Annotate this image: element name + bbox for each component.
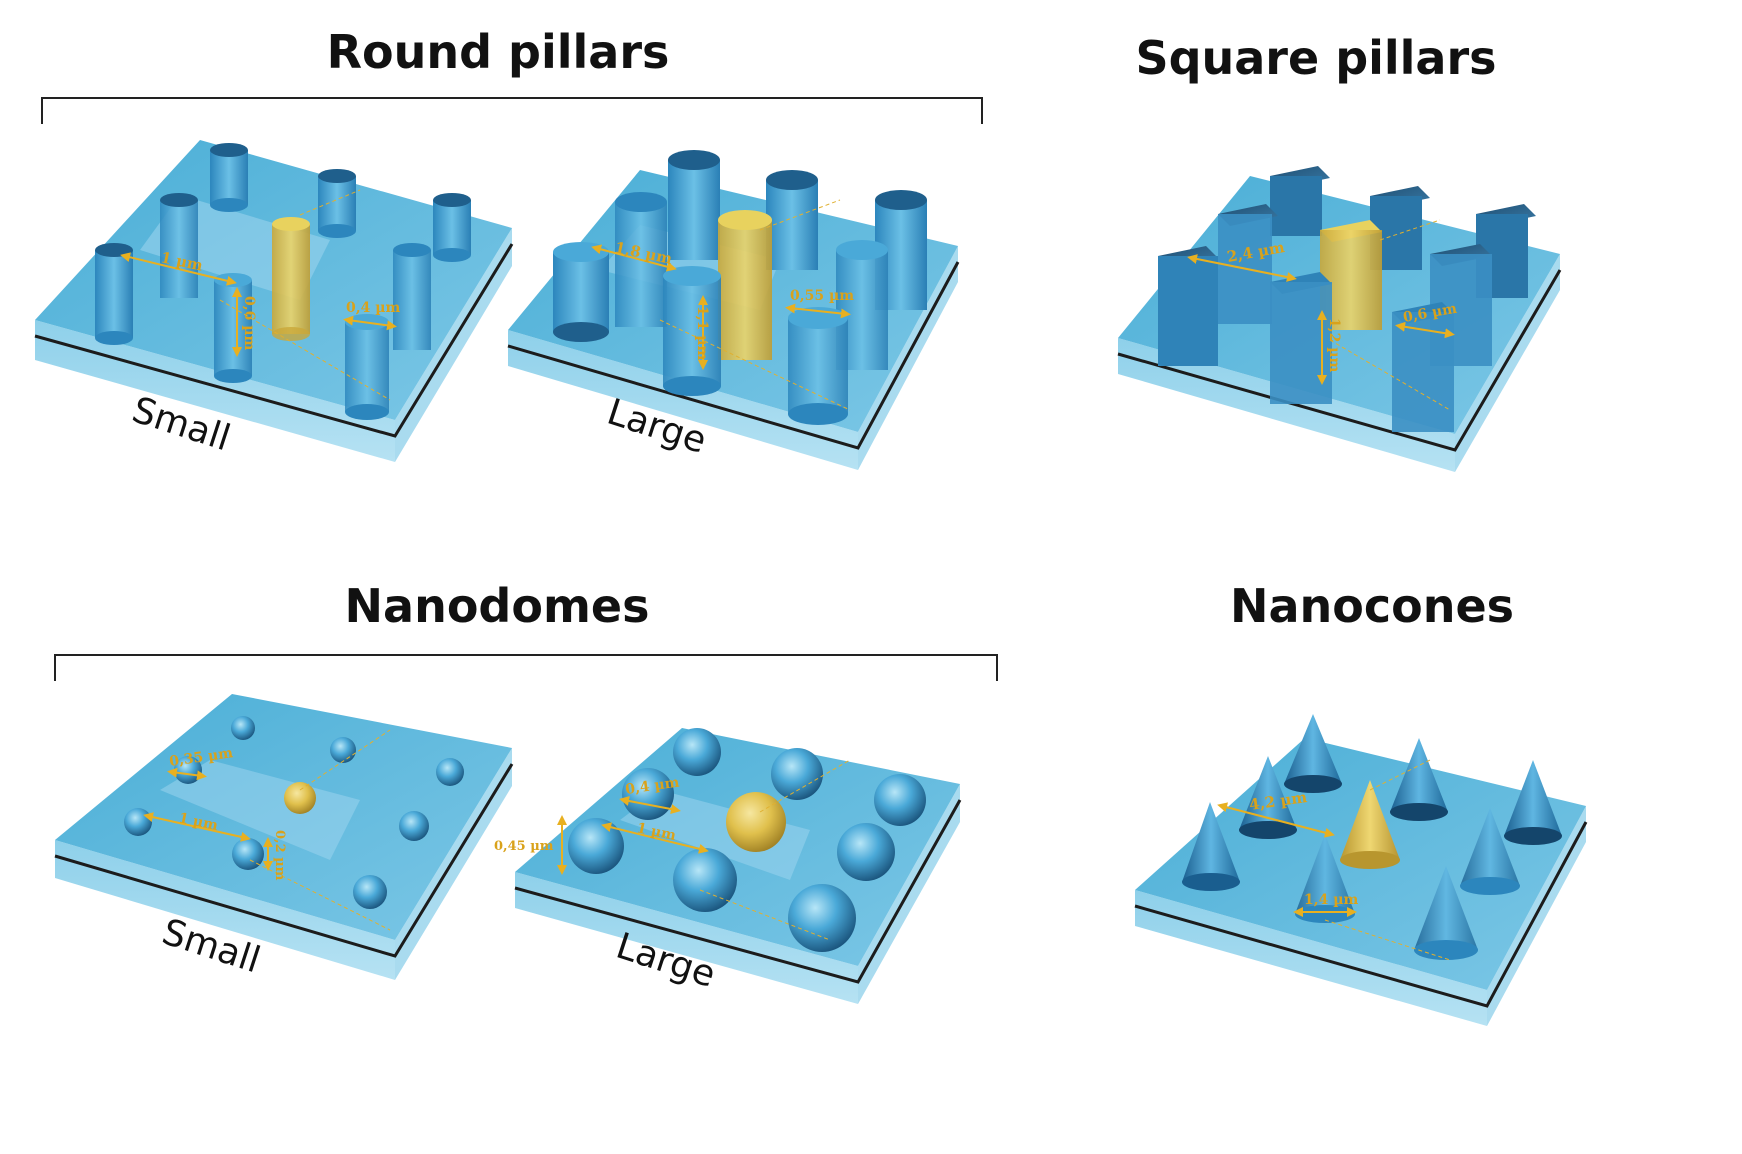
dome: [231, 716, 255, 740]
cone: [1390, 738, 1448, 821]
dim-cone-base: 1,4 µm: [1304, 892, 1358, 908]
nanodomes-large: 0,4 µm 1 µm 0,45 µm Large: [494, 728, 962, 1004]
pillar: [95, 243, 133, 345]
cone: [1284, 714, 1342, 793]
pillar: [160, 193, 198, 298]
pillar: [433, 193, 471, 262]
cube: [1158, 246, 1218, 366]
dome: [788, 884, 856, 952]
round-pillars-small: 1 µm 0,6 µm 0,4 µm Small: [34, 140, 514, 462]
dome: [673, 848, 737, 912]
pillar-highlight: [272, 217, 310, 341]
dim-dome-large-diameter: 0,4 µm: [624, 775, 680, 798]
dimension-arrow: [591, 244, 677, 272]
dome: [124, 808, 152, 836]
dim-square-height: 1,2 µm: [1326, 318, 1342, 372]
dome: [399, 811, 429, 841]
heading-square-pillars: Square pillars: [1135, 31, 1496, 85]
dimension-arrow: [785, 303, 851, 319]
dimension-arrow: [1395, 321, 1455, 339]
dimension-arrow: [143, 812, 251, 842]
dim-round-small-height: 0,6 µm: [241, 296, 257, 350]
dimension-arrow: [120, 252, 237, 286]
dimension-arrow: [1217, 802, 1335, 838]
dome: [232, 838, 264, 870]
cone: [1182, 802, 1240, 891]
dome-highlight: [284, 782, 316, 814]
dome: [837, 823, 895, 881]
dome: [436, 758, 464, 786]
heading-nanocones: Nanocones: [1230, 579, 1514, 633]
nanodomes-small: 0,35 µm 1 µm 0,2 µm Small: [54, 694, 514, 981]
dim-round-large-diameter: 0,55 µm: [790, 288, 854, 304]
pillar: [553, 242, 609, 342]
pillar: [393, 243, 431, 350]
dome: [330, 737, 356, 763]
dim-round-large-height: 1,1 µm: [694, 306, 710, 360]
dome: [673, 728, 721, 776]
cone: [1414, 866, 1478, 960]
square-pillars: 2,4 µm 1,2 µm 0,6 µm: [1117, 166, 1562, 472]
dimension-arrow: [601, 822, 709, 854]
dim-dome-large-height: 0,45 µm: [494, 839, 554, 854]
heading-round-pillars: Round pillars: [327, 25, 670, 79]
pillar-highlight: [718, 210, 772, 360]
pillar: [788, 307, 848, 425]
dimension-arrow: [167, 767, 207, 781]
round-pillars-large: 1,8 µm 1,1 µm 0,55 µm Large: [507, 150, 960, 470]
dimension-arrow: [619, 796, 681, 814]
dome: [568, 818, 624, 874]
pillar: [663, 266, 721, 396]
dome-highlight: [726, 792, 786, 852]
pillar: [210, 143, 248, 212]
nanocones: 4,2 µm 1,4 µm: [1134, 714, 1588, 1026]
dome: [874, 774, 926, 826]
heading-nanodomes: Nanodomes: [345, 579, 650, 633]
dim-round-small-diameter: 0,4 µm: [346, 300, 400, 316]
cone-highlight: [1340, 780, 1400, 869]
dimension-arrow: [1187, 254, 1297, 282]
cube: [1270, 166, 1330, 236]
pillar: [668, 150, 720, 260]
bracket-nanodomes: [54, 654, 998, 681]
cone: [1460, 808, 1520, 895]
pillar: [766, 170, 818, 270]
dim-dome-small-height: 0,2 µm: [272, 830, 287, 881]
pillar: [345, 314, 389, 420]
cone: [1504, 760, 1562, 845]
dome: [771, 748, 823, 800]
dome: [353, 875, 387, 909]
dimension-arrow: [343, 315, 397, 331]
pillar: [318, 169, 356, 238]
bracket-round-pillars: [41, 97, 983, 124]
